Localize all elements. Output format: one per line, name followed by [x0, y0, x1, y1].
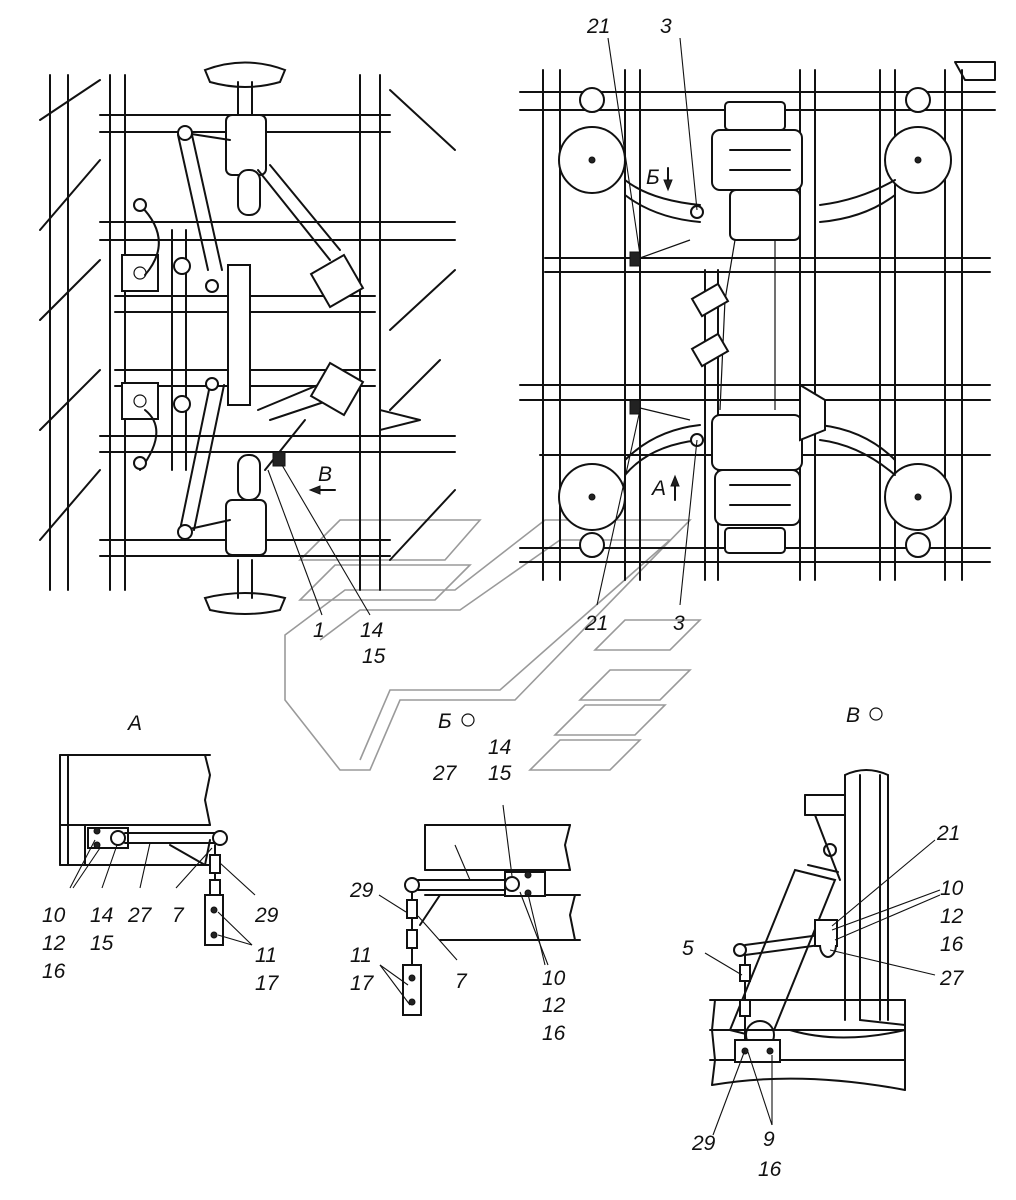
- callout: 10: [940, 877, 964, 900]
- callout: 14: [360, 619, 383, 642]
- callout: 3: [673, 612, 685, 635]
- isometric-arrow-outline: [284, 519, 702, 771]
- callout: 12: [42, 932, 66, 955]
- leader-lines: [69, 37, 941, 1136]
- marker-v: В: [318, 463, 332, 486]
- callout: 16: [542, 1022, 566, 1045]
- callout: 16: [42, 960, 66, 983]
- callout: 21: [584, 612, 608, 635]
- left-chassis-plan: [39, 61, 456, 615]
- callout: 29: [691, 1132, 716, 1155]
- callout: 10: [542, 967, 566, 990]
- callouts-view-a: 10 12 16 14 15 27 7 29 11 17: [42, 904, 280, 995]
- callout: 29: [349, 879, 374, 902]
- marker-a: А: [650, 477, 666, 500]
- callout: 5: [682, 937, 694, 960]
- callout: 7: [455, 970, 468, 993]
- callout: 16: [758, 1158, 782, 1181]
- callout: 14: [90, 904, 113, 927]
- callout: 16: [940, 933, 964, 956]
- view-b-title: Б: [438, 710, 475, 733]
- svg-text:Б: Б: [438, 710, 452, 733]
- callout: 27: [432, 762, 458, 785]
- right-chassis-plan: [519, 61, 996, 581]
- callout: 15: [488, 762, 512, 785]
- view-v-title: В: [846, 704, 883, 727]
- callout: 27: [939, 967, 965, 990]
- callout: 29: [254, 904, 279, 927]
- callouts-view-v: 21 10 12 16 5 27 29 9 16: [682, 822, 965, 1181]
- callout: 12: [940, 905, 964, 928]
- callout: 14: [488, 736, 511, 759]
- callout: 21: [936, 822, 960, 845]
- callout: 10: [42, 904, 66, 927]
- callout: 11: [255, 944, 277, 967]
- view-v-detail: [709, 769, 906, 1091]
- callouts-top-right: 21 3 21 3: [584, 15, 685, 635]
- callout: 21: [586, 15, 610, 38]
- markers: В Б А: [318, 166, 666, 500]
- view-titles: А Б В: [126, 704, 883, 735]
- callout: 3: [660, 15, 672, 38]
- callout: 12: [542, 994, 566, 1017]
- callout: 15: [90, 932, 114, 955]
- callout: 15: [362, 645, 386, 668]
- callout: 7: [172, 904, 185, 927]
- callout: 17: [350, 972, 375, 995]
- callout: 17: [255, 972, 280, 995]
- callout: 27: [127, 904, 153, 927]
- svg-text:В: В: [846, 704, 860, 727]
- view-a-detail: [59, 754, 228, 946]
- callout: 11: [350, 944, 372, 967]
- marker-b: Б: [646, 166, 660, 189]
- callout: 9: [763, 1128, 775, 1151]
- callouts-view-b: 14 15 27 29 7 11 17 10 12 16: [349, 736, 566, 1045]
- view-a-title: А: [126, 712, 142, 735]
- callouts-top-left: 1 14 15: [313, 619, 386, 668]
- direction-arrows: [308, 167, 680, 501]
- callout: 1: [313, 619, 325, 642]
